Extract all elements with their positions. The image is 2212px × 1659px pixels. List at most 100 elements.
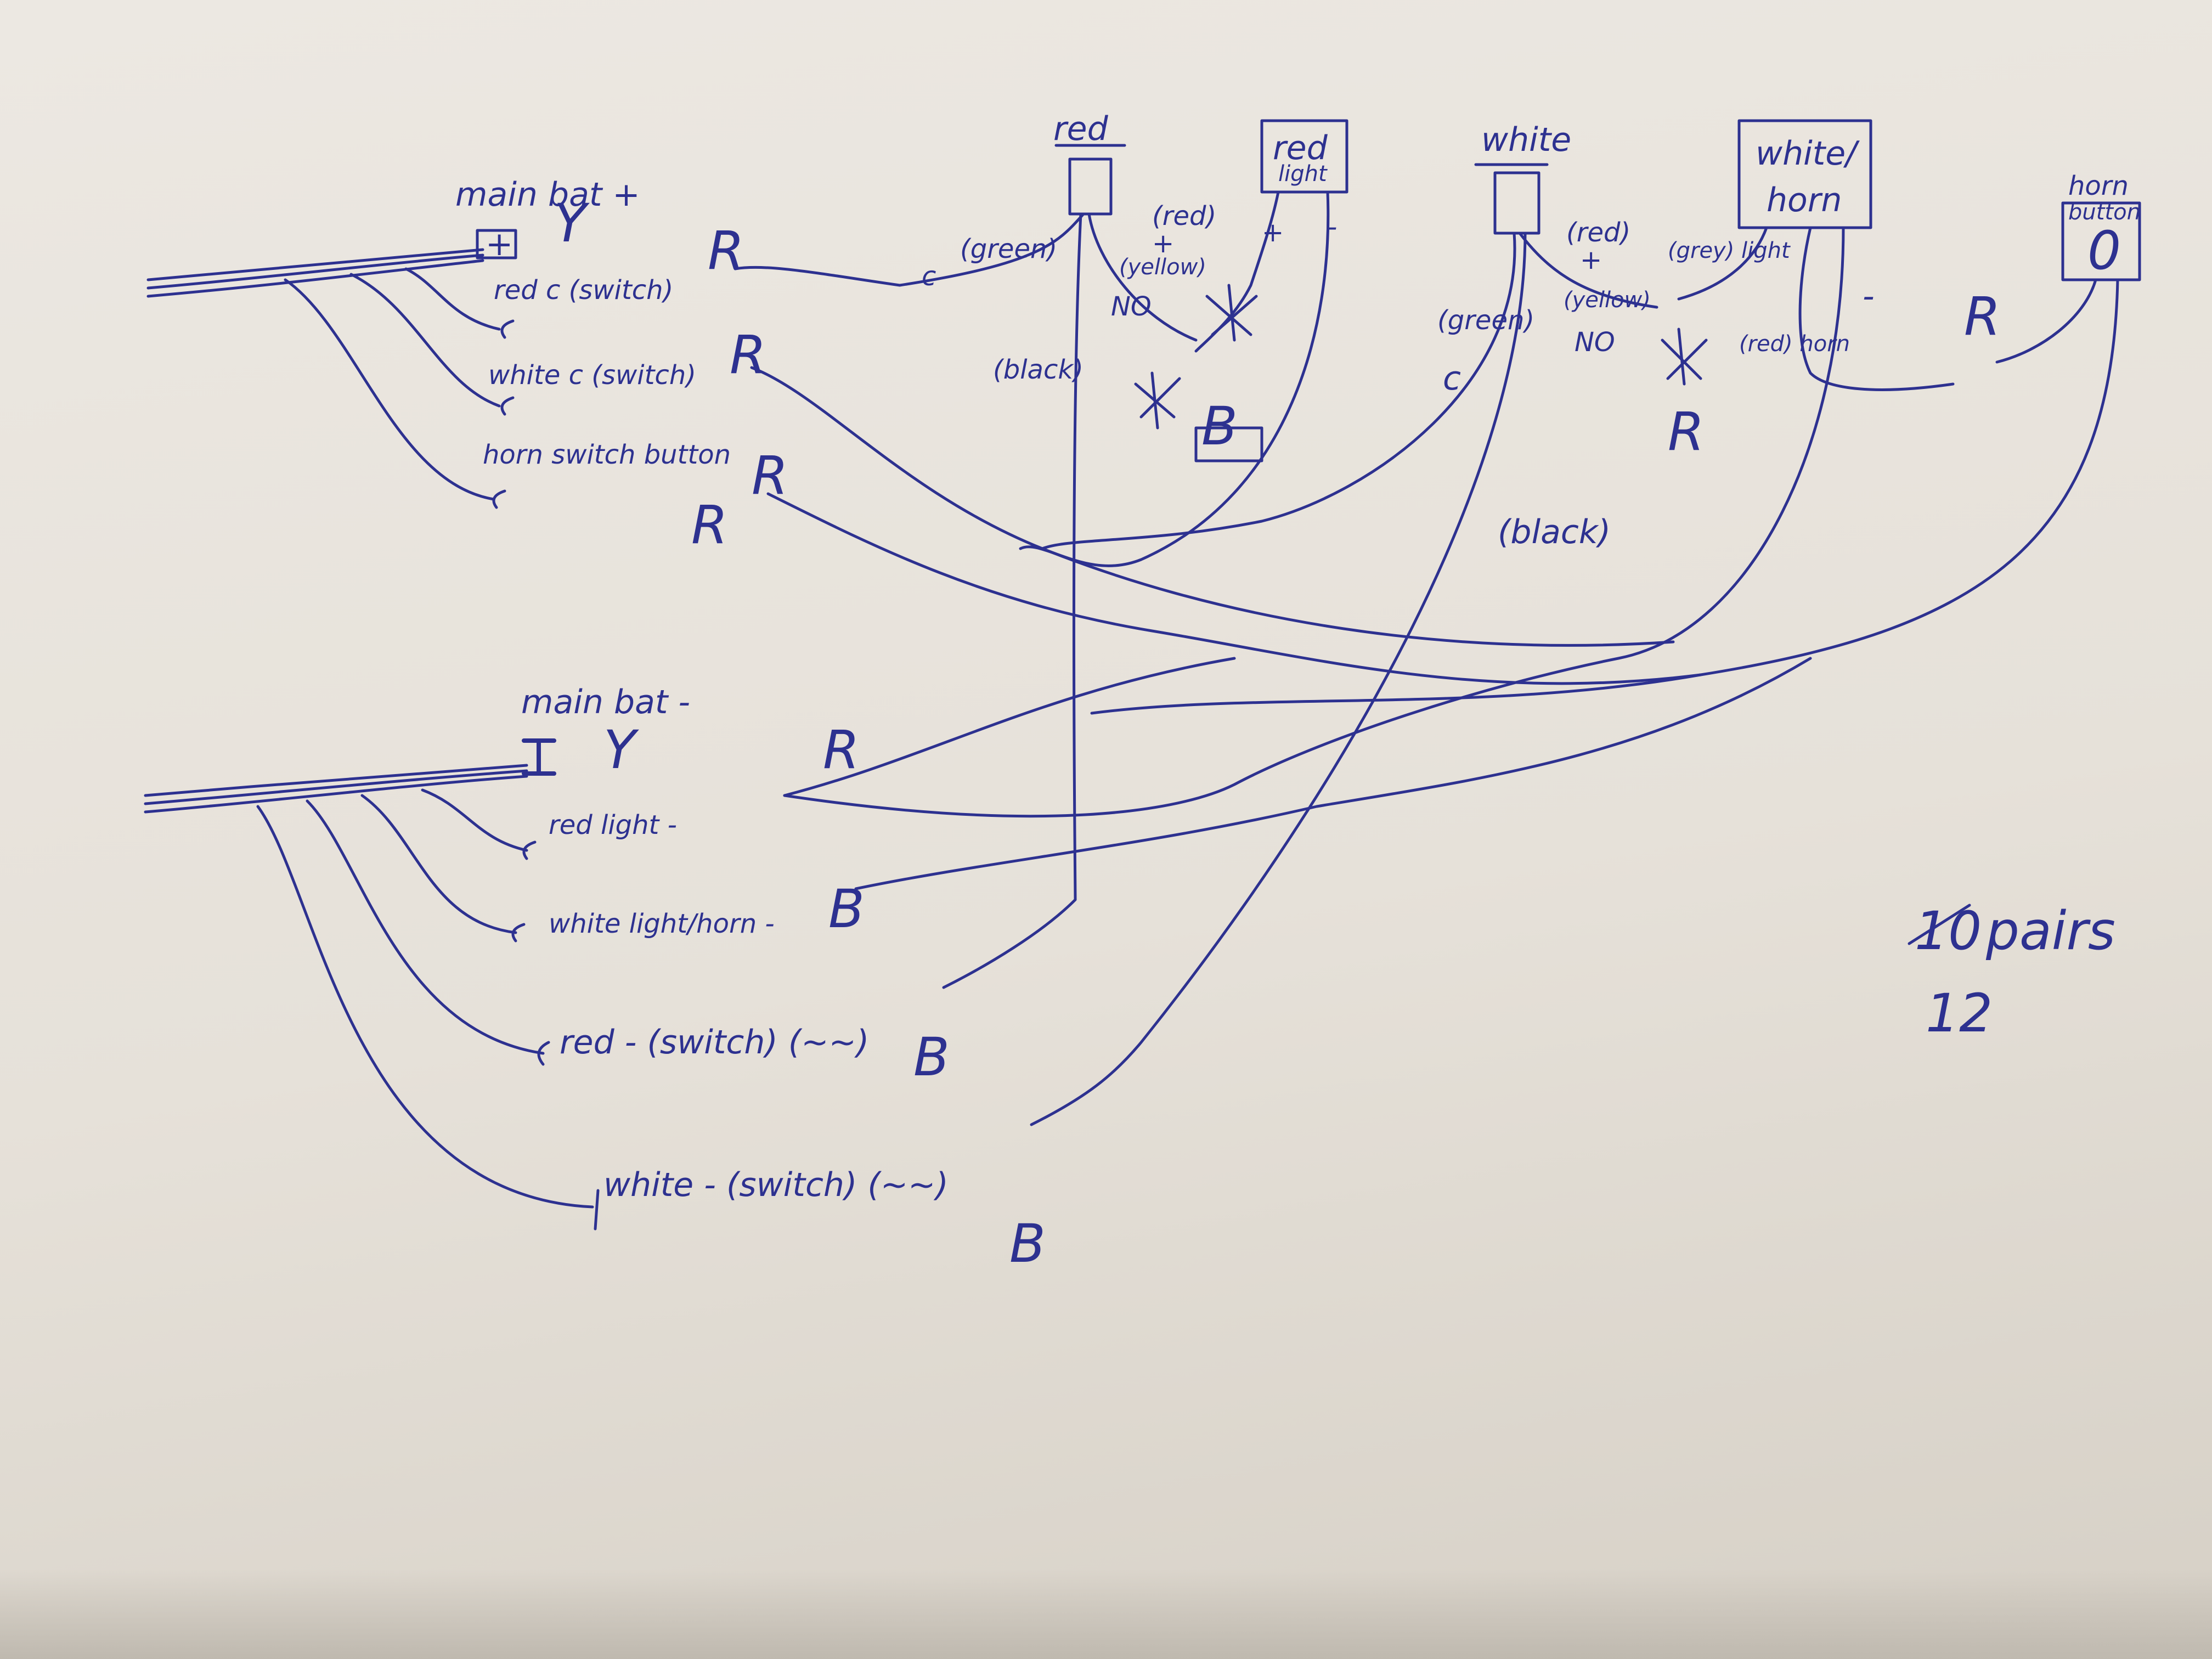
- bat-neg-connector: [522, 738, 556, 776]
- b-marker-2: B: [913, 1026, 950, 1088]
- scratch-mark-1: [1134, 371, 1181, 430]
- c-hook-7: [594, 1189, 600, 1231]
- label-red-light-neg: red light -: [549, 810, 677, 840]
- branch-red-switch: [404, 267, 501, 331]
- y-mark-bottom: Y: [603, 719, 639, 781]
- white-switch-no-label: NO: [1575, 327, 1615, 358]
- white-switch-c-mark: c: [1443, 359, 1461, 398]
- r-marker-white-switch: R: [1668, 401, 1705, 462]
- wire-white-switch-yellow: [1518, 232, 1658, 309]
- white-switch-body: [1493, 171, 1541, 235]
- wire-cross-white-light-neg: [854, 657, 1812, 890]
- white-switch-red-label: (red): [1566, 217, 1630, 248]
- red-switch-plus: +: [1152, 228, 1174, 259]
- red-switch-red-label: (red): [1152, 201, 1216, 232]
- red-light-minus: -: [1328, 212, 1337, 242]
- b-marker-3: B: [1009, 1213, 1046, 1274]
- white-horn-minus: -: [1863, 277, 1875, 315]
- wire-white-horn-grey: [1677, 226, 1768, 301]
- y-mark-top: Y: [554, 193, 590, 254]
- bottom-harness: Y main bat - red light - white light/hor…: [144, 683, 1046, 1274]
- r-marker-horn: R: [1964, 286, 2001, 347]
- wire-red-light-pos: [1194, 190, 1280, 353]
- r-marker-4: R: [752, 445, 788, 506]
- label-horn-switch-button: horn switch button: [483, 439, 731, 470]
- white-horn-title-2: horn: [1767, 181, 1842, 219]
- branch-horn-switch: [284, 278, 495, 501]
- b-box-red-switch: [1194, 426, 1263, 462]
- c-hook-5: [511, 923, 526, 943]
- label-white-switch-neg: white - (switch) (~~): [603, 1166, 949, 1204]
- pairs-note: 10 pairs 12: [1908, 900, 2115, 1044]
- pairs-label: pairs: [1985, 900, 2115, 962]
- red-switch-yellow-label: (yellow): [1119, 255, 1206, 280]
- c-hook-6: [537, 1041, 550, 1066]
- wire-white-horn-red: [1798, 226, 1955, 391]
- red-light-title-1: red: [1273, 129, 1328, 167]
- b-marker-red-switch: B: [1201, 396, 1238, 457]
- red-switch: red (green) c (red) + (yellow) NO (black…: [733, 110, 1263, 989]
- label-main-bat-neg: main bat -: [521, 683, 690, 721]
- horn-button-title-1: horn: [2068, 171, 2129, 201]
- bat-pos-connector: [476, 229, 517, 259]
- red-switch-black-label: (black): [993, 354, 1084, 385]
- harness-bottom-trunk-1: [144, 764, 528, 797]
- white-switch-black-label: (black): [1498, 513, 1611, 551]
- c-hook-3: [492, 489, 506, 509]
- c-hook-4: [522, 840, 537, 860]
- harness-top-trunk-3: [146, 259, 484, 298]
- crossing-wires: [750, 366, 1812, 890]
- white-horn: white/ horn (grey) light (red) horn -: [783, 119, 1955, 818]
- white-horn-red-horn-label: (red) horn: [1739, 331, 1850, 357]
- branch-white-switch-neg: [256, 805, 594, 1209]
- wire-red-switch-green: [733, 212, 1085, 287]
- white-switch-title: white: [1481, 121, 1571, 159]
- wire-horn-button-1: [1995, 278, 2097, 364]
- red-light-body: [1260, 119, 1348, 194]
- wire-white-switch-green: [1041, 232, 1516, 550]
- r-marker-2: R: [730, 324, 766, 386]
- pairs-strike-line: [1908, 904, 1971, 945]
- c-hook-2: [500, 396, 515, 416]
- top-harness: + Y main bat + red c (switch) white c (s…: [146, 176, 731, 509]
- wire-cross-white-switch: [750, 366, 1675, 647]
- branch-red-switch-neg: [306, 799, 545, 1055]
- red-light-title-2: light: [1278, 161, 1328, 187]
- white-switch-yellow-label: (yellow): [1564, 287, 1651, 313]
- horn-button: horn button 0 R: [1090, 171, 2141, 715]
- label-white-c-switch: white c (switch): [488, 360, 696, 391]
- white-horn-title-1: white/: [1756, 134, 1860, 173]
- white-switch-plus: +: [1580, 245, 1602, 275]
- wire-red-switch-black: [942, 212, 1082, 989]
- r-markers-top: R R R R R: [691, 220, 860, 781]
- wire-red-switch-yellow: [1087, 212, 1198, 342]
- r-marker-3: R: [691, 494, 728, 556]
- red-switch-body: [1068, 157, 1113, 216]
- harness-bottom-trunk-2: [144, 769, 528, 805]
- wire-white-horn-neg: [783, 226, 1845, 818]
- horn-button-body: [2061, 201, 2141, 281]
- c-hook-1: [500, 319, 515, 339]
- harness-top-trunk-2: [146, 253, 484, 290]
- branch-white-light-horn: [360, 794, 517, 934]
- pairs-count: 12: [1926, 983, 1993, 1044]
- red-switch-title: red: [1053, 110, 1109, 148]
- horn-button-symbol: 0: [2087, 220, 2121, 281]
- red-switch-c-mark: c: [922, 261, 936, 292]
- branch-red-light: [421, 788, 528, 852]
- label-red-c-switch: red c (switch): [494, 275, 673, 306]
- branch-white-switch: [349, 273, 501, 408]
- harness-bottom-trunk-3: [144, 775, 528, 814]
- r-marker-1: R: [708, 220, 744, 281]
- label-main-bat-pos: main bat +: [455, 176, 640, 214]
- paper-shadow: [0, 1569, 2212, 1659]
- wire-cross-horn-switch: [766, 492, 1702, 685]
- r-marker-5: R: [823, 719, 860, 781]
- plus-symbol: +: [486, 225, 513, 263]
- label-white-light-horn-neg: white light/horn -: [549, 909, 775, 939]
- white-horn-grey-light-label: (grey) light: [1668, 238, 1791, 263]
- pairs-struck-number: 10: [1915, 900, 1982, 962]
- white-horn-body: [1737, 119, 1872, 229]
